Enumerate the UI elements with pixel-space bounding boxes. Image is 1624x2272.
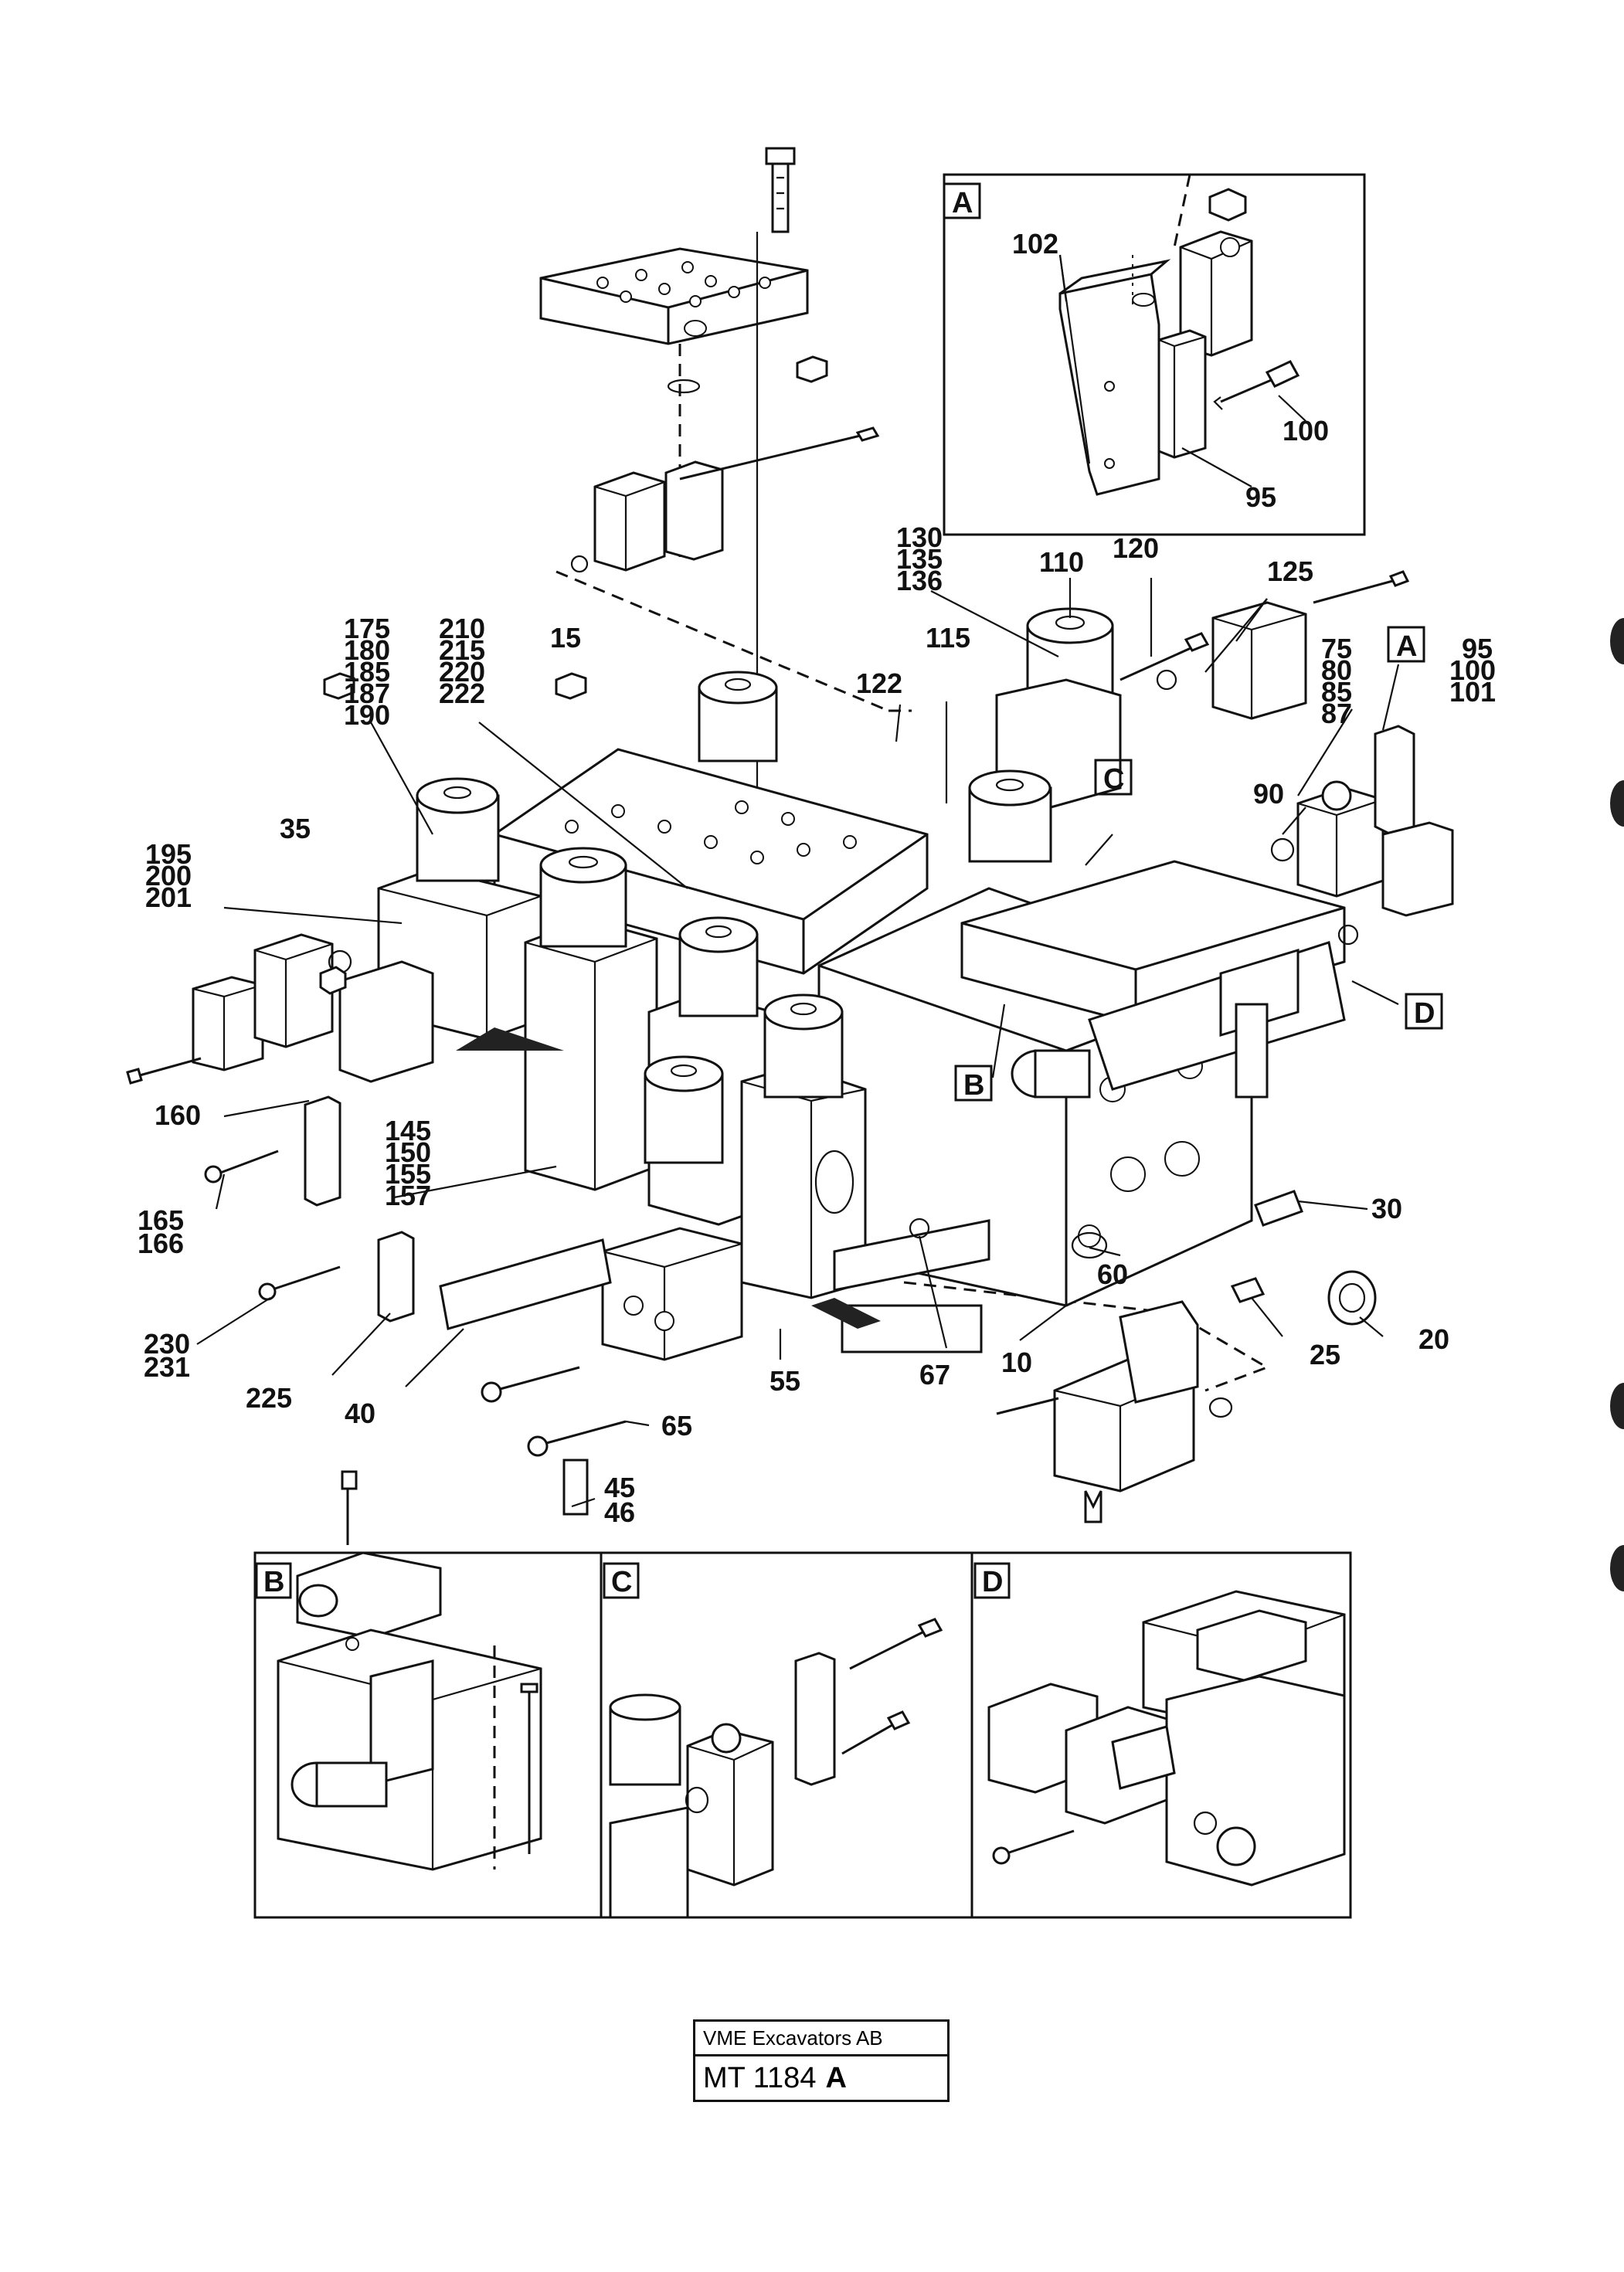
callout-130: 130 [896,521,943,553]
callout-145: 145 [385,1115,431,1146]
callout-100-right: 100 [1449,654,1496,686]
drawing-revision: A [825,2062,847,2094]
solenoid-coil-center [678,916,759,1017]
callout-65: 65 [661,1410,692,1442]
callout-180: 180 [344,634,390,666]
callout-45: 45 [604,1472,635,1503]
callout-215: 215 [439,634,485,666]
inset-d-tag: D [982,1566,1003,1598]
callout-231: 231 [144,1351,190,1383]
leader-lines [196,578,1400,1508]
tag-c: C [1103,763,1124,796]
left-side-components [126,672,627,1516]
callout-80: 80 [1321,654,1352,686]
callout-95-right: 95 [1462,633,1493,664]
callout-67: 67 [919,1359,950,1391]
solenoid-coil-left [416,777,500,882]
callout-87: 87 [1321,698,1352,729]
callout-10: 10 [1001,1347,1032,1378]
callout-187: 187 [344,678,390,709]
detail-insets-bcd: B C [253,1470,1352,1919]
callout-122: 122 [856,667,902,699]
callout-30: 30 [1371,1193,1402,1224]
callout-120: 120 [1113,532,1159,564]
callout-90: 90 [1253,778,1284,810]
inset-a-tag: A [952,187,973,219]
inset-c-tag: C [611,1566,632,1598]
tag-d: D [1414,997,1435,1030]
callout-157: 157 [385,1180,431,1211]
solenoid-coil-right [968,769,1052,863]
plug-20 [1327,1270,1377,1326]
solenoid-coils [416,607,1122,1164]
solenoid-coil-mid-left [539,847,627,948]
title-block-company: VME Excavators AB [695,2022,947,2056]
valve-125-block [1211,601,1307,720]
callout-220: 220 [439,656,485,688]
callout-115: 115 [926,622,970,654]
callout-35: 35 [280,813,311,844]
callout-150: 150 [385,1136,431,1168]
callout-230: 230 [144,1328,190,1360]
callout-160: 160 [155,1099,201,1131]
callout-85: 85 [1321,676,1352,708]
top-plate-assembly [539,147,880,819]
callout-102: 102 [1012,228,1058,260]
drawing-number: MT 1184 [703,2062,817,2094]
callout-201: 201 [145,881,192,913]
callout-175: 175 [344,613,390,644]
callout-labels: 130 135 136 110 120 125 175 180 185 187 … [138,521,1496,1528]
callout-15: 15 [550,622,581,654]
detail-inset-d: D [973,1562,1346,1887]
callout-195: 195 [145,838,192,870]
solenoid-coil-front-left [644,1055,724,1164]
callout-190: 190 [344,699,390,731]
tag-b: B [963,1069,984,1102]
block-40 [439,1238,612,1330]
callout-125: 125 [1267,555,1313,587]
callout-155: 155 [385,1158,431,1190]
top-bolt [771,157,790,233]
callout-225: 225 [246,1382,292,1414]
lower-valve-block [601,1227,743,1361]
callout-20: 20 [1418,1323,1449,1355]
binder-hole-marks [1610,618,1624,1591]
callout-135: 135 [896,543,943,575]
detail-inset-a: A 102 100 95 [943,173,1366,536]
inset-b-tag: B [263,1566,284,1598]
solenoid-coil-upper-center [698,671,778,762]
solenoid-coil-front-right [763,993,844,1099]
callout-165: 165 [138,1204,184,1236]
callout-75: 75 [1321,633,1352,664]
detail-inset-b: B [255,1470,542,1871]
detail-tags: A C B D [954,626,1443,1102]
callout-101: 101 [1449,676,1496,708]
callout-100: 100 [1283,415,1329,447]
callout-222: 222 [439,678,485,709]
side-tag-a: A [1396,630,1417,663]
callout-60: 60 [1097,1258,1128,1290]
top-manifold-plate [539,247,809,345]
callout-166: 166 [138,1228,184,1259]
spacer-160 [304,1095,341,1207]
callout-210: 210 [439,613,485,644]
callout-136: 136 [896,565,943,596]
callout-110: 110 [1039,546,1084,578]
callout-95: 95 [1245,481,1276,513]
callout-25: 25 [1310,1339,1340,1370]
end-plate-left [192,976,264,1071]
bolt-45 [562,1459,589,1516]
right-side-components [909,570,1454,1523]
detail-inset-c: C [603,1562,943,1919]
callout-40: 40 [345,1398,375,1429]
spacer-225 [377,1231,415,1323]
callout-55: 55 [770,1365,800,1397]
callout-185: 185 [344,656,390,688]
callout-46: 46 [604,1496,635,1528]
callout-200: 200 [145,860,192,891]
